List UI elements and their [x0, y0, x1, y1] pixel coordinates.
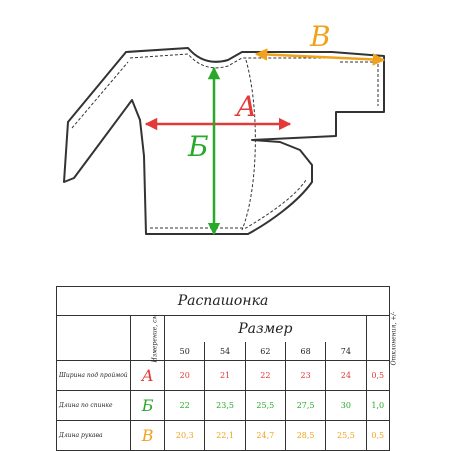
tolerance-header: Отклонения, +/- [365, 311, 397, 365]
garment-diagram: А Б В [63, 20, 386, 236]
value-cell: 23,5 [204, 390, 246, 421]
value-cell: 22,1 [204, 420, 246, 451]
table-title: Распашонка [56, 286, 390, 316]
row-label: Длина по спинке [55, 390, 132, 421]
label-a: А [234, 90, 257, 123]
value-cell: 30 [325, 390, 367, 421]
size-header: Размер [164, 315, 367, 342]
row-label: Длина рукава [55, 420, 132, 451]
table-row: Ширина под проймой А 20 21 22 23 24 0,5 [55, 360, 391, 391]
row-mark: Б [130, 390, 166, 421]
size-cell: 50 [164, 342, 206, 361]
size-table: Распашонка Измерение, см Размер Отклонен… [55, 286, 397, 451]
size-cell: 54 [204, 342, 246, 361]
measure-header: Измерение, см [130, 314, 166, 362]
tolerance-cell: 1,0 [365, 390, 391, 421]
tolerance-cell: 0,5 [365, 360, 391, 391]
row-mark: В [130, 420, 166, 451]
value-cell: 21 [204, 360, 246, 391]
value-cell: 22 [244, 360, 286, 391]
tolerance-cell: 0,5 [365, 420, 391, 451]
garment-stitching [71, 53, 379, 231]
label-b: Б [187, 130, 209, 163]
label-v: В [309, 20, 331, 53]
value-cell: 28,5 [284, 420, 327, 451]
value-cell: 24,7 [244, 420, 286, 451]
value-cell: 27,5 [284, 390, 327, 421]
value-cell: 25,5 [325, 420, 367, 451]
value-cell: 23 [284, 360, 327, 391]
row-mark: А [130, 360, 166, 391]
value-cell: 24 [325, 360, 367, 391]
row-label: Ширина под проймой [55, 360, 132, 391]
garment-outline [63, 47, 385, 235]
value-cell: 20 [164, 360, 206, 391]
size-cell: 62 [244, 342, 286, 361]
table-row: Длина рукава В 20,3 22,1 24,7 28,5 25,5 … [55, 420, 391, 451]
empty-header-cell [55, 315, 132, 361]
value-cell: 25,5 [244, 390, 286, 421]
measure-arrow-v [254, 48, 386, 66]
value-cell: 20,3 [164, 420, 206, 451]
value-cell: 22 [164, 390, 206, 421]
table-row: Длина по спинке Б 22 23,5 25,5 27,5 30 1… [55, 390, 391, 421]
size-cell: 74 [325, 342, 367, 361]
size-cell: 68 [284, 342, 327, 361]
